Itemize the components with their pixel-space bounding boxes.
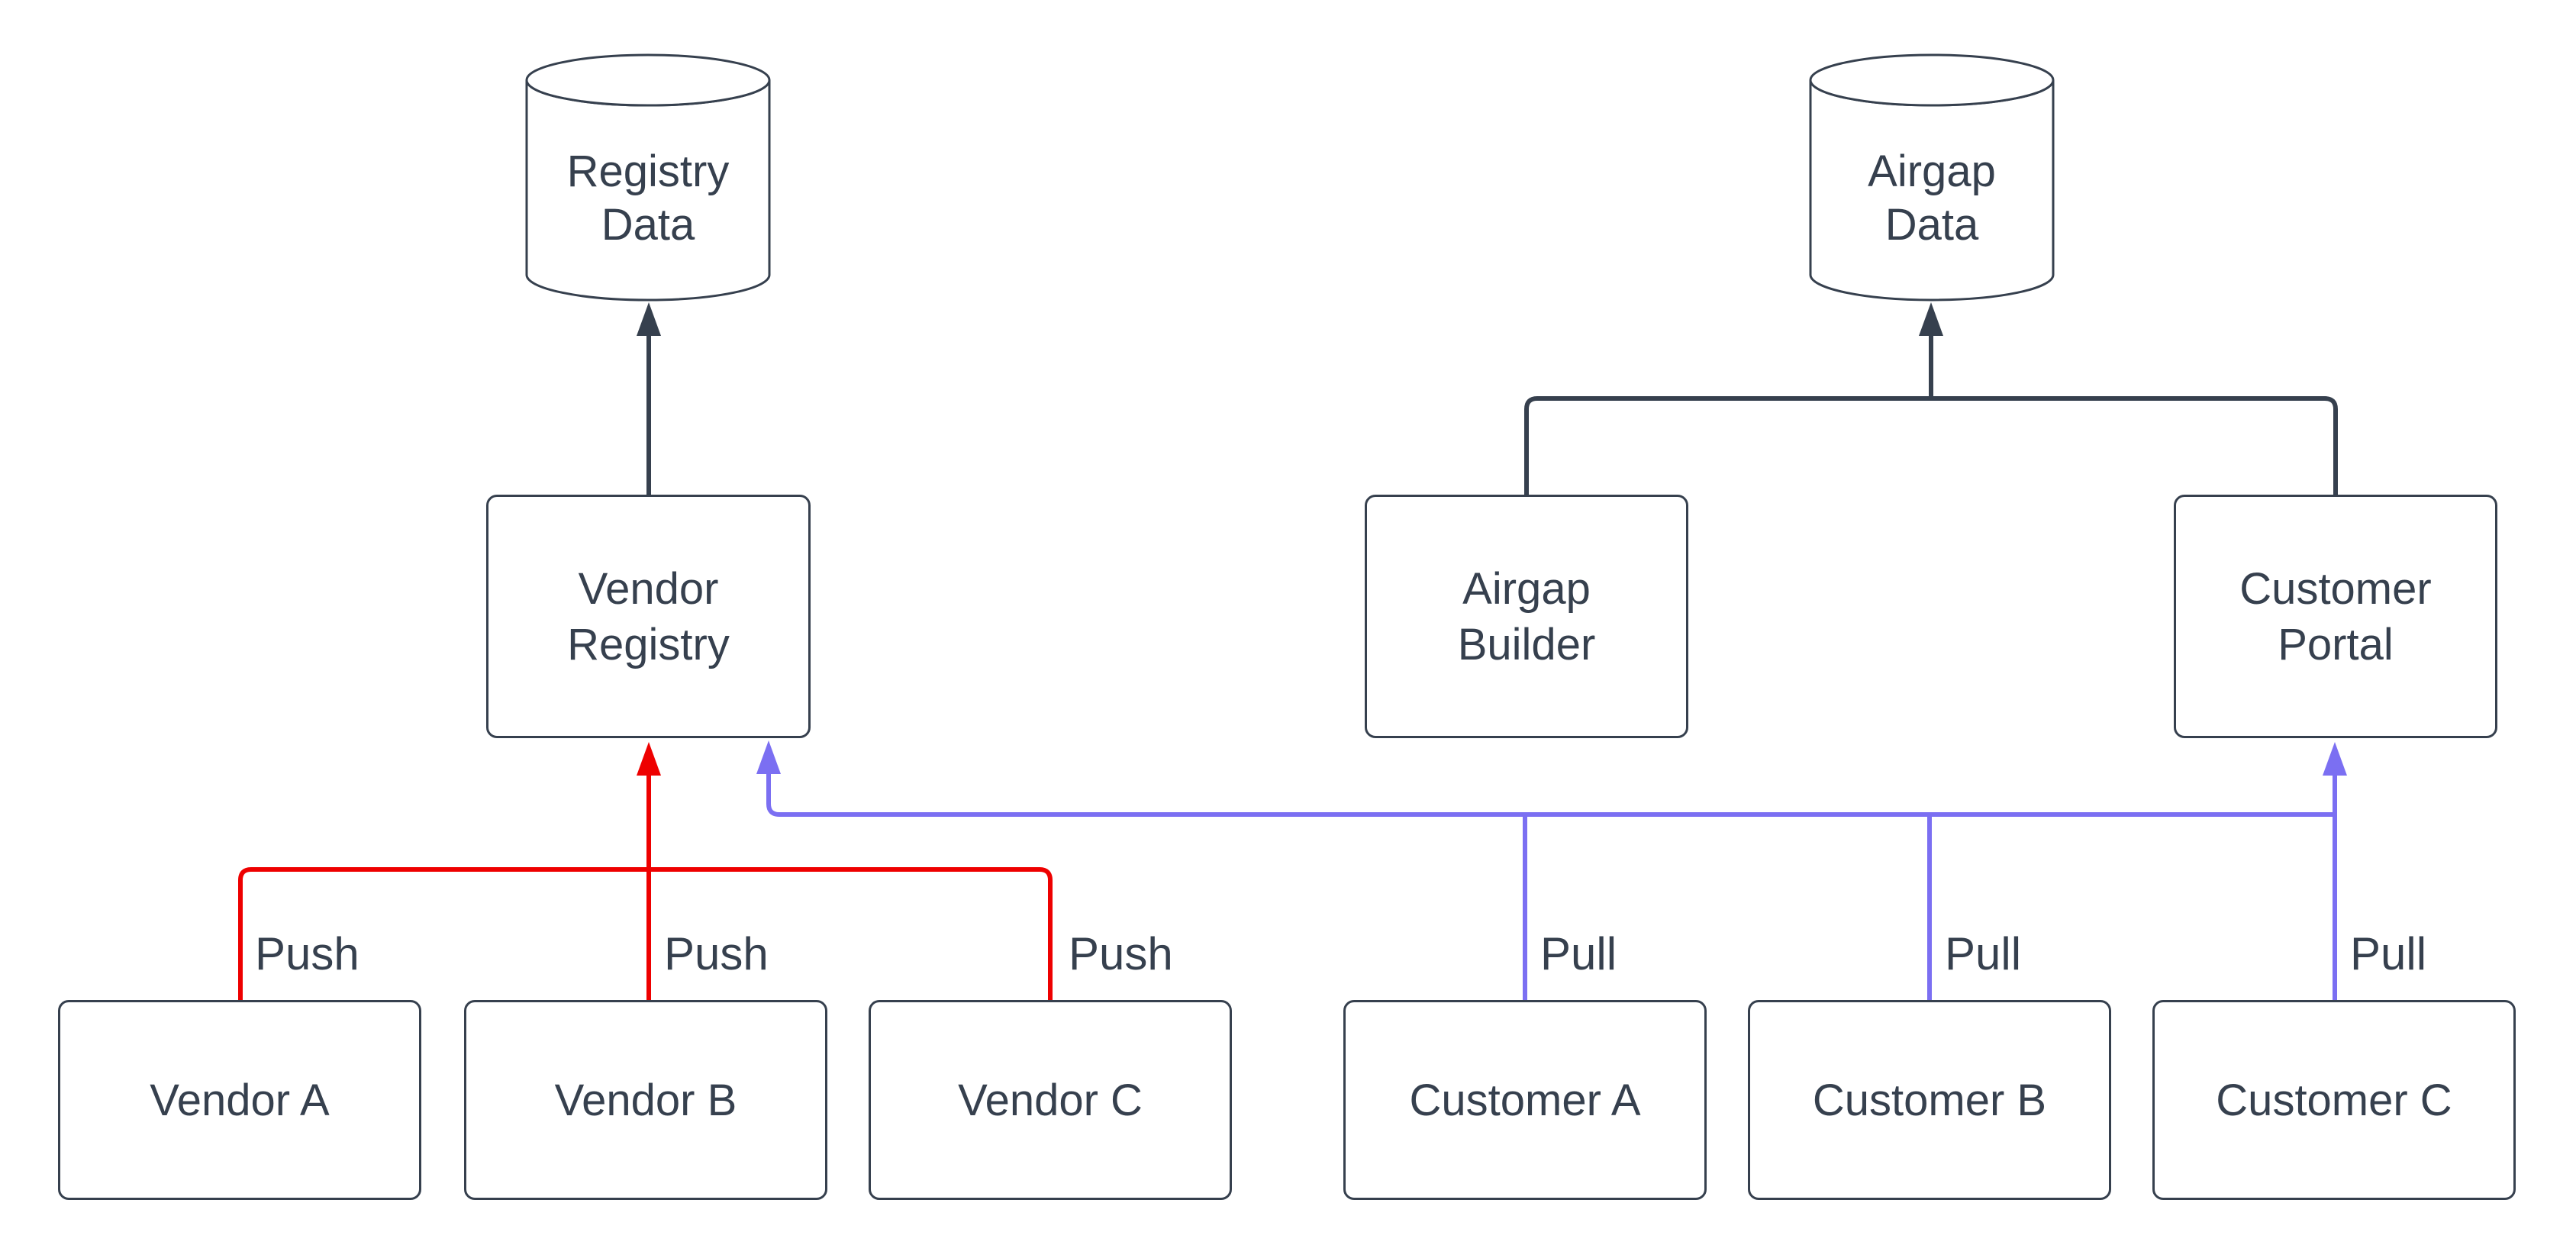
airgap-merge-edge [1524, 396, 2338, 495]
registry-data-node: Registry Data [527, 141, 769, 256]
node-label-line: Registry [566, 147, 730, 196]
node-label-line: Airgap [1462, 563, 1591, 614]
pull-portal-arrowhead-icon [2323, 742, 2347, 776]
customer-c-node: Customer C [2152, 1000, 2516, 1200]
airgap-data-node: Airgap Data [1810, 141, 2053, 256]
push-edge-label: Push [1069, 928, 1173, 979]
airgap-flow-arrowhead-icon [1919, 302, 1943, 336]
node-label: Vendor B [554, 1075, 737, 1125]
pull-trunk-edge [766, 774, 2335, 817]
node-label: Customer B [1812, 1075, 2047, 1125]
pull-registry-arrowhead-icon [756, 740, 781, 774]
vendor-a-node: Vendor A [58, 1000, 421, 1200]
node-label-line: Registry [567, 619, 730, 669]
customer-a-node: Customer A [1343, 1000, 1707, 1200]
pull-edge-label: Pull [1540, 928, 1617, 979]
vendor-c-node: Vendor C [869, 1000, 1232, 1200]
node-label-line: Builder [1457, 619, 1596, 669]
pull-edge-label: Pull [2350, 928, 2427, 979]
node-label-line: Portal [2278, 619, 2394, 669]
node-label: Vendor C [958, 1075, 1143, 1125]
push-edge-label: Push [255, 928, 359, 979]
node-label: Vendor A [150, 1075, 330, 1125]
node-label-line: Vendor [578, 563, 719, 614]
vendor-registry-node: Vendor Registry [486, 495, 811, 738]
vendor-b-node: Vendor B [464, 1000, 827, 1200]
node-label-line: Airgap [1868, 147, 1996, 196]
push-edge-label: Push [664, 928, 769, 979]
node-label: Customer C [2216, 1075, 2452, 1125]
registry-data-cylinder-icon [525, 53, 771, 302]
push-arrowhead-icon [637, 742, 661, 776]
airgap-data-cylinder-icon [1809, 53, 2055, 302]
airgap-builder-node: Airgap Builder [1365, 495, 1688, 738]
node-label-line: Customer [2239, 563, 2432, 614]
registry-flow-arrowhead-icon [637, 302, 661, 336]
node-label-line: Data [1884, 200, 1979, 250]
customer-portal-node: Customer Portal [2174, 495, 2497, 738]
push-trunk-edge [238, 867, 1053, 1000]
node-label: Customer A [1409, 1075, 1641, 1125]
node-label-line: Data [601, 200, 695, 250]
customer-b-node: Customer B [1748, 1000, 2111, 1200]
pull-edge-label: Pull [1945, 928, 2022, 979]
